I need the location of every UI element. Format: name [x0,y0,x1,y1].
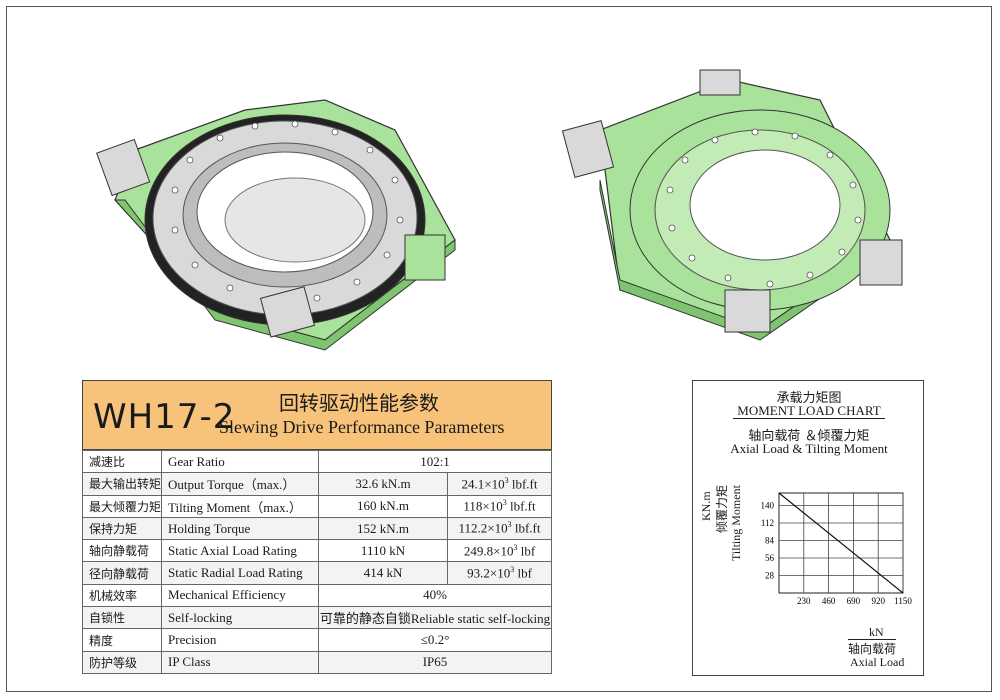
x-axis-label-en: Axial Load [850,655,905,669]
param-label-cn: 减速比 [81,449,163,474]
chart-subtitle-en: Axial Load & Tilting Moment [730,441,888,456]
x-tick-label: 230 [797,596,811,606]
title-english: Slewing Drive Performance Parameters [219,417,505,437]
param-label-en: Mechanical Efficiency [161,583,320,608]
param-label-cn: 最大倾覆力矩 [81,494,163,518]
param-label-cn: 最大输出转矩 [81,472,163,496]
imperial-base: 249.8×10 [463,543,514,558]
x-tick-label: 920 [871,596,885,606]
param-value-imperial: 112.2×103 lbf.ft [447,516,552,541]
slewing-drive-render-bottom [561,69,903,341]
param-value: IP65 [318,650,552,674]
param-label-en: Self-locking [161,606,320,630]
y-axis-label-cn: 倾覆力矩 [715,484,729,533]
param-label-cn: 自锁性 [81,606,163,630]
moment-load-chart-panel: 承载力矩图 MOMENT LOAD CHART 轴向载荷 ＆倾覆力矩 Axial… [692,380,924,676]
param-value-metric: 152 kN.m [318,516,449,541]
param-label-en: Gear Ratio [161,449,320,474]
load-limit-line [778,492,904,594]
param-value: 可靠的静态自锁Reliable static self-locking [318,606,552,630]
param-label-en: Holding Torque [161,516,320,541]
param-value-metric: 414 kN [318,561,449,585]
param-label-cn: 防护等级 [81,650,163,674]
x-tick-label: 460 [822,596,836,606]
imperial-unit: lbf [517,543,536,558]
slewing-drive-render-top [96,99,456,351]
param-label-cn: 机械效率 [81,583,163,608]
param-value-metric: 160 kN.m [318,494,449,518]
param-label-en: IP Class [161,650,320,674]
parameter-title-box: WH17-2 回转驱动性能参数 Slewing Drive Performanc… [82,380,552,450]
imperial-unit: lbf.ft [508,476,538,492]
param-value-imperial: 93.2×103 lbf [447,561,552,585]
param-label-en: Output Torque（max.） [161,472,320,496]
param-value: 40% [318,583,552,608]
title-chinese: 回转驱动性能参数 [279,393,439,415]
x-tick-label: 1150 [894,596,912,606]
param-value-imperial: 249.8×103 lbf [447,539,552,563]
imperial-base: 118×10 [463,498,503,514]
param-value-metric: 1110 kN [318,539,449,563]
y-axis-label-en: Tilting Moment [729,485,743,561]
y-tick-label: 56 [765,553,775,563]
imperial-exponent: 3 [502,498,507,508]
x-tick-label: 690 [847,596,861,606]
imperial-exponent: 3 [504,475,509,485]
param-value-metric: 32.6 kN.m [318,472,449,496]
param-label-en: Static Radial Load Rating [161,561,320,585]
imperial-base: 112.2×10 [458,520,508,536]
y-tick-label: 140 [761,501,775,511]
y-tick-label: 112 [761,518,774,528]
parameter-panel: WH17-2 回转驱动性能参数 Slewing Drive Performanc… [81,380,552,674]
x-axis-label-cn: 轴向载荷 [848,639,897,657]
imperial-unit: lbf [514,565,532,581]
y-tick-label: 28 [765,571,775,581]
imperial-base: 24.1×10 [461,476,505,492]
model-number: WH17-2 [93,397,236,437]
imperial-unit: lbf.ft [506,498,536,514]
chart-title-cn: 承载力矩图 [776,391,842,406]
page-frame [6,6,992,692]
chart-title-en: MOMENT LOAD CHART [733,403,885,419]
y-tick-label: 84 [765,536,775,546]
param-label-en: Tilting Moment（max.） [161,494,320,518]
param-label-en: Static Axial Load Rating [161,539,320,563]
imperial-exponent: 3 [513,542,518,552]
param-label-cn: 轴向静载荷 [81,539,163,563]
imperial-base: 93.2×10 [467,565,511,581]
chart-subtitle-cn: 轴向载荷 ＆倾覆力矩 [748,429,870,444]
imperial-exponent: 3 [510,564,515,574]
load-chart-plot: 230 460 690 920 1150 28 56 84 112 140 [761,492,912,606]
imperial-unit: lbf.ft [511,520,541,536]
param-value-imperial: 118×103 lbf.ft [447,494,552,518]
param-label-cn: 保持力矩 [81,516,163,541]
imperial-exponent: 3 [507,520,512,530]
param-label-cn: 径向静载荷 [81,561,163,585]
param-label-cn: 精度 [81,628,163,652]
param-label-en: Precision [161,628,320,652]
x-axis-unit: kN [869,625,884,639]
param-value: 102:1 [318,449,552,474]
param-value-imperial: 24.1×103 lbf.ft [447,472,552,496]
y-axis-unit: KN.m [699,491,713,521]
param-value: ≤0.2° [318,628,552,652]
